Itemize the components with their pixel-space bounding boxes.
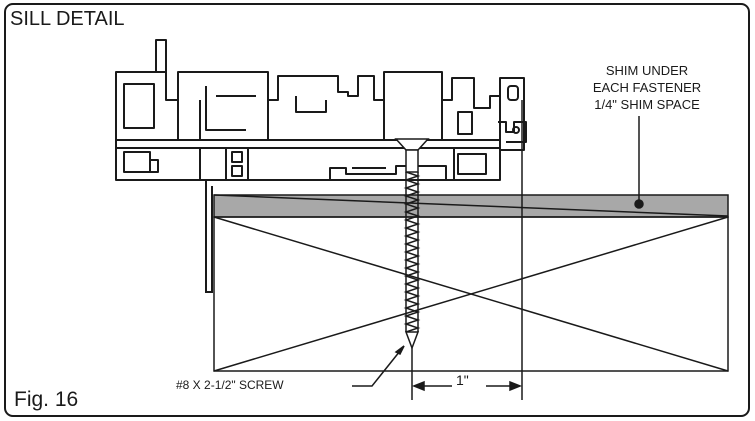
right-chamber: [457, 153, 487, 175]
shim-annotation-line: 1/4" SHIM SPACE: [594, 97, 700, 112]
center-chamber: [231, 165, 243, 177]
hollow-chamber-left: [123, 83, 155, 129]
detail-title: SILL DETAIL: [10, 8, 125, 30]
hook-profile: [140, 159, 159, 173]
hook-profile: [205, 86, 246, 131]
detail-frame: [4, 3, 750, 417]
frame-fin: [155, 39, 167, 72]
screw-tip: [404, 331, 420, 351]
framing-member: [213, 216, 729, 372]
framing-diagonal: [213, 216, 729, 372]
hook-profile: [295, 96, 327, 113]
weather-strip-bulb: [512, 126, 520, 134]
lower-channel: [329, 165, 447, 180]
framing-outline: [213, 216, 729, 372]
right-chamber: [457, 111, 473, 135]
shim-annotation-line: EACH FASTENER: [592, 80, 702, 95]
figure-label: Fig. 16: [14, 388, 79, 411]
center-chamber: [231, 151, 243, 163]
dimension-arrow-right: [509, 380, 523, 392]
dimension-arrow-left: [411, 380, 425, 392]
dimension-label: 1": [456, 372, 469, 388]
weather-strip-pocket: [507, 85, 519, 101]
hollow-chamber-left-lower: [123, 151, 151, 173]
screw: [394, 138, 430, 351]
shim-annotation: SHIM UNDER EACH FASTENER 1/4" SHIM SPACE: [568, 62, 726, 113]
exterior-flange: [200, 179, 500, 293]
screw-label: #8 X 2-1/2" SCREW: [176, 378, 284, 392]
shim-taper-line: [213, 194, 729, 217]
shim: [213, 116, 729, 218]
screw-leader: [352, 345, 405, 387]
dimension: [411, 100, 523, 400]
screw-shank: [405, 149, 419, 173]
shim-annotation-line: SHIM UNDER: [605, 63, 689, 78]
